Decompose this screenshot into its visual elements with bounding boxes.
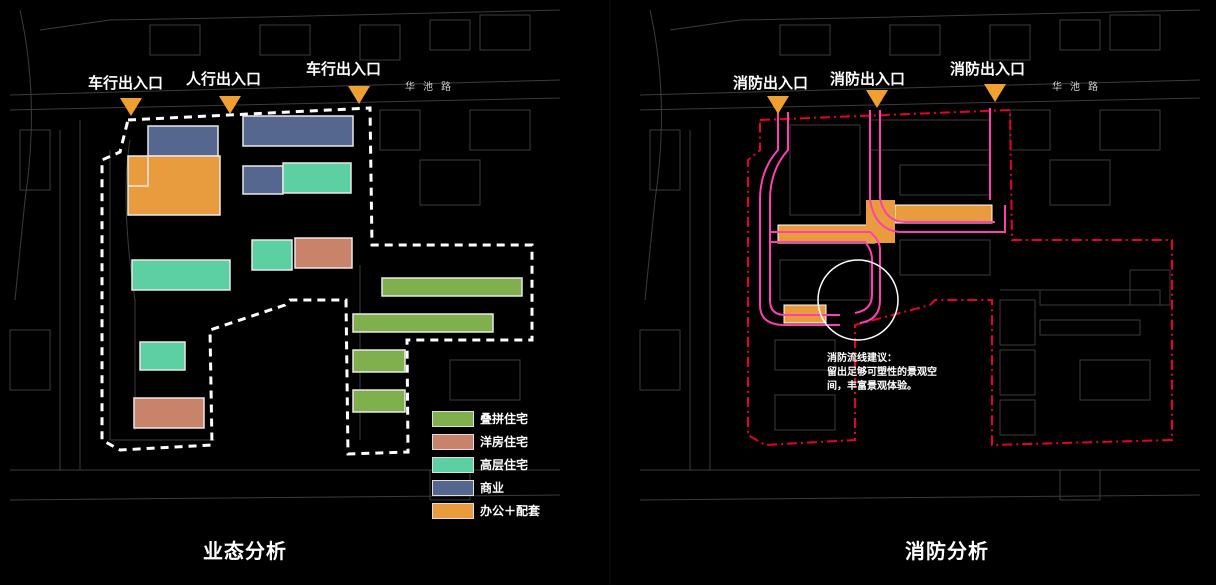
block-highrise (139, 341, 186, 371)
fire-note-heading: 消防流线建议： (827, 353, 897, 364)
block-villa (294, 237, 353, 269)
legend-swatch (432, 433, 474, 450)
fire-note-line: 间，丰富景观体验。 (827, 381, 917, 392)
block-commercial (242, 165, 284, 195)
entrance-label: 消防出入口 (830, 70, 906, 88)
legend-label: 洋房住宅 (480, 435, 529, 449)
site-boundary-path (100, 106, 534, 456)
block-highrise (131, 259, 231, 291)
legend-label: 高层住宅 (480, 458, 529, 472)
block-stacked (352, 389, 406, 413)
fire-boundary-path (747, 108, 1173, 447)
block-stacked (352, 349, 406, 373)
entrance-label: 消防出入口 (950, 60, 1026, 78)
block-commercial (147, 125, 219, 157)
block-stacked (352, 313, 494, 333)
entrance-marker (219, 96, 241, 114)
legend-item: 高层住宅 (432, 453, 540, 476)
entrance-label: 人行出入口 (186, 70, 262, 88)
entrance-marker (767, 96, 789, 114)
zoning-legend: 叠拼住宅 洋房住宅 高层住宅 商业 办公＋配套 (432, 407, 540, 522)
left-basemap (9, 9, 561, 501)
fire-routes (759, 108, 1006, 326)
legend-swatch (432, 410, 474, 427)
entrance-label: 车行出入口 (306, 60, 382, 78)
entrance-marker (348, 86, 370, 104)
entrance-markers-left (120, 86, 370, 116)
panel-title-right: 消防分析 (905, 539, 989, 563)
highlight-circle (817, 259, 899, 341)
fire-route-band (777, 200, 993, 324)
block-stacked (381, 277, 523, 297)
block-highrise (282, 162, 352, 194)
legend-item: 商业 (432, 476, 540, 499)
legend-label: 办公＋配套 (480, 504, 541, 518)
road-label: 华池路 (405, 82, 459, 93)
fire-band (777, 224, 876, 244)
entrance-marker (120, 98, 142, 116)
fire-note-line: 留出足够可塑性的景观空 (827, 367, 937, 378)
legend-item: 叠拼住宅 (432, 407, 540, 430)
right-basemap (639, 9, 1201, 501)
entrance-label: 消防出入口 (733, 74, 809, 92)
fire-band (866, 200, 895, 243)
block-villa (133, 397, 205, 429)
legend-item: 洋房住宅 (432, 430, 540, 453)
legend-swatch (432, 479, 474, 496)
fire-boundary (747, 108, 1173, 447)
entrance-label: 车行出入口 (88, 74, 164, 92)
panel-title-left: 业态分析 (203, 539, 287, 563)
legend-item: 办公＋配套 (432, 499, 540, 522)
entrance-marker (984, 84, 1006, 102)
legend-label: 叠拼住宅 (480, 412, 529, 426)
fire-band (894, 204, 993, 224)
legend-swatch (432, 502, 474, 519)
fire-note: 消防流线建议： 留出足够可塑性的景观空 间，丰富景观体验。 (827, 352, 967, 394)
legend-swatch (432, 456, 474, 473)
block-office (127, 155, 221, 216)
road-label: 华池路 (1052, 82, 1106, 93)
legend-label: 商业 (480, 481, 505, 495)
zoning-blocks (127, 115, 523, 429)
block-commercial (242, 115, 354, 147)
entrance-markers-right (767, 84, 1006, 114)
site-boundary-left (100, 106, 534, 456)
block-highrise (251, 239, 293, 271)
entrance-marker (866, 90, 888, 108)
